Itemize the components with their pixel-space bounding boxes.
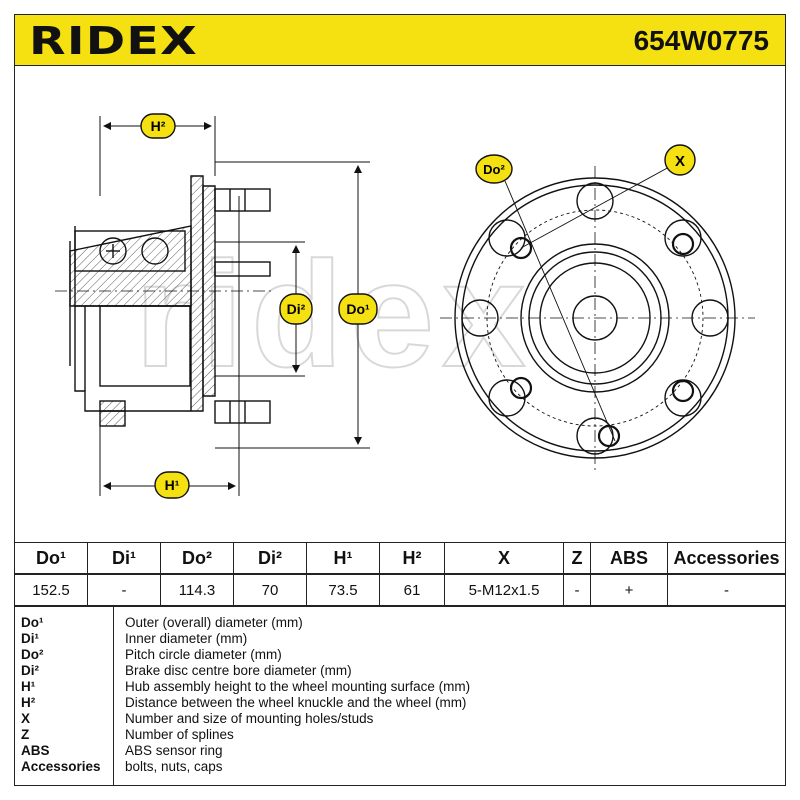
label-x-badge — [664, 144, 696, 176]
spec-header: H² — [379, 542, 445, 575]
part-number: 654W0775 — [633, 25, 769, 56]
legend-key: H¹ — [21, 679, 36, 694]
label-di2-badge — [279, 293, 313, 325]
label-di2: Di² — [287, 301, 306, 317]
spec-value: - — [667, 573, 786, 606]
spec-header: Z — [563, 542, 591, 575]
legend-key: Do² — [21, 647, 44, 662]
legend-text: Distance between the wheel knuckle and t… — [125, 695, 467, 710]
spec-value: 73.5 — [306, 573, 380, 606]
spec-value-row: 152.5 - 114.3 70 73.5 61 5-M12x1.5 - + - — [14, 573, 786, 606]
legend-key: X — [21, 711, 31, 726]
spec-header: X — [444, 542, 564, 575]
label-x: X — [675, 153, 685, 170]
spec-table: Do¹ Di¹ Do² Di² H¹ H² X Z ABS Accessorie… — [14, 542, 786, 606]
spec-header: H¹ — [306, 542, 380, 575]
spec-value: 114.3 — [160, 573, 234, 606]
legend-text: Inner diameter (mm) — [125, 631, 248, 646]
legend-key: Di¹ — [21, 631, 39, 646]
spec-header-row: Do¹ Di¹ Do² Di² H¹ H² X Z ABS Accessorie… — [14, 542, 786, 575]
legend-text: Pitch circle diameter (mm) — [125, 647, 282, 662]
technical-drawing: ridex — [14, 66, 786, 542]
side-view — [55, 175, 275, 427]
legend-key: Z — [21, 727, 30, 742]
legend-text: Number and size of mounting holes/studs — [125, 711, 374, 726]
legend-key: ABS — [21, 743, 50, 758]
legend-box: Do¹ Outer (overall) diameter (mm) Di¹ Inne… — [14, 606, 786, 786]
spec-value: 152.5 — [14, 573, 88, 606]
spec-header: Di¹ — [87, 542, 161, 575]
spec-header: Do² — [160, 542, 234, 575]
label-h1: H¹ — [165, 477, 180, 493]
legend-text: Number of splines — [125, 727, 234, 742]
legend-text: ABS sensor ring — [125, 743, 223, 758]
label-do1: Do¹ — [346, 301, 370, 317]
spec-value: 5-M12x1.5 — [444, 573, 564, 606]
spec-value: 61 — [379, 573, 445, 606]
brand-logo: RIDEX — [29, 19, 199, 63]
spec-header: Di² — [233, 542, 307, 575]
spec-value: - — [563, 573, 591, 606]
spec-header: ABS — [590, 542, 668, 575]
legend-key: Accessories — [21, 759, 101, 774]
header-bar: RIDEX 654W0775 — [14, 14, 786, 66]
label-do1-badge — [338, 293, 378, 325]
legend-divider — [113, 607, 114, 785]
spec-value: 70 — [233, 573, 307, 606]
front-view — [440, 165, 755, 471]
legend-text: Hub assembly height to the wheel mountin… — [125, 679, 471, 694]
spec-header: Do¹ — [14, 542, 88, 575]
legend-text: Brake disc centre bore diameter (mm) — [125, 663, 352, 678]
legend-text: Outer (overall) diameter (mm) — [125, 615, 303, 630]
legend-key: H² — [21, 695, 36, 710]
label-h1-badge — [154, 471, 190, 499]
label-h2: H² — [151, 118, 166, 134]
label-do2: Do² — [483, 162, 505, 177]
legend-text: bolts, nuts, caps — [125, 759, 223, 774]
label-do2-badge — [475, 154, 513, 184]
drawing-svg: ridex — [55, 113, 755, 499]
legend-key: Di² — [21, 663, 39, 678]
spec-header: Accessories — [667, 542, 786, 575]
spec-value: + — [590, 573, 668, 606]
spec-value: - — [87, 573, 161, 606]
label-h2-badge — [140, 113, 176, 139]
legend-key: Do¹ — [21, 615, 44, 630]
